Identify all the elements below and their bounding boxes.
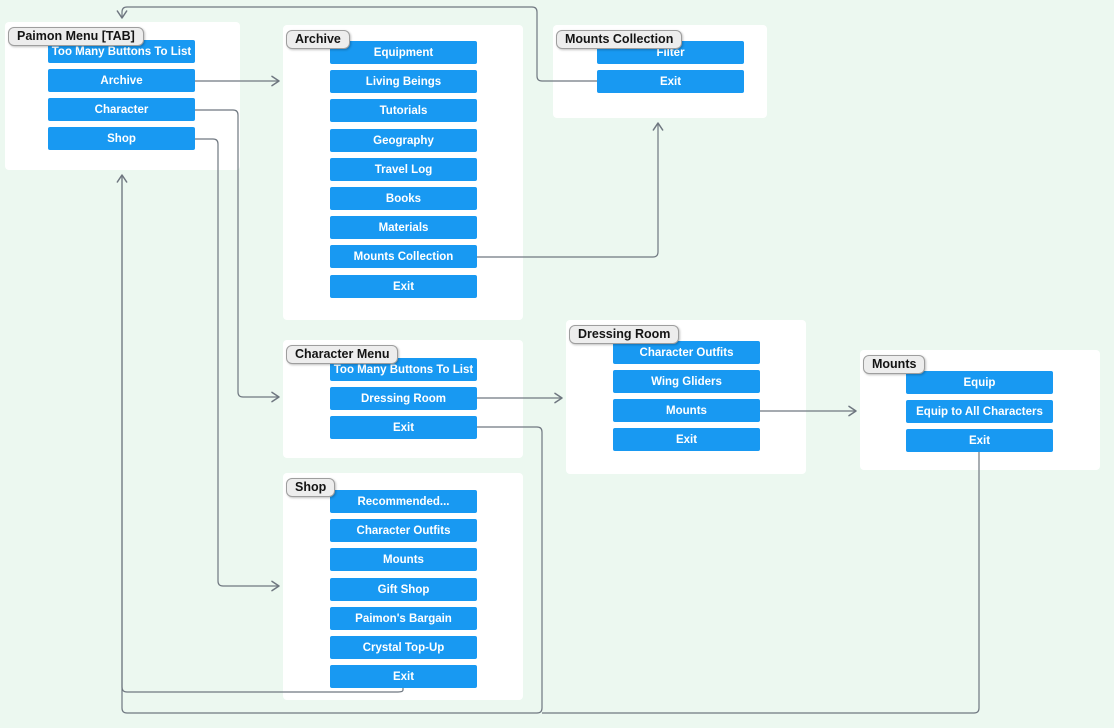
button-recommended[interactable]: Recommended... [330, 490, 477, 513]
menu-box-label-dressing-room: Dressing Room [569, 325, 680, 344]
button-character[interactable]: Character [48, 98, 195, 121]
button-mounts[interactable]: Mounts [613, 399, 760, 422]
menu-box-label-paimon-menu: Paimon Menu [TAB] [8, 27, 144, 46]
button-paimon-s-bargain[interactable]: Paimon's Bargain [330, 607, 477, 630]
button-mounts-collection[interactable]: Mounts Collection [330, 245, 477, 268]
button-character-outfits[interactable]: Character Outfits [613, 341, 760, 364]
menu-box-label-mounts-collection: Mounts Collection [556, 30, 683, 49]
button-exit[interactable]: Exit [330, 665, 477, 688]
button-equip[interactable]: Equip [906, 371, 1053, 394]
button-travel-log[interactable]: Travel Log [330, 158, 477, 181]
button-dressing-room[interactable]: Dressing Room [330, 387, 477, 410]
button-tutorials[interactable]: Tutorials [330, 99, 477, 122]
button-exit[interactable]: Exit [906, 429, 1053, 452]
button-character-outfits[interactable]: Character Outfits [330, 519, 477, 542]
button-materials[interactable]: Materials [330, 216, 477, 239]
menu-box-label-character-menu: Character Menu [286, 345, 399, 364]
button-shop[interactable]: Shop [48, 127, 195, 150]
button-exit[interactable]: Exit [613, 428, 760, 451]
button-crystal-top-up[interactable]: Crystal Top-Up [330, 636, 477, 659]
button-mounts[interactable]: Mounts [330, 548, 477, 571]
button-wing-gliders[interactable]: Wing Gliders [613, 370, 760, 393]
menu-box-label-shop: Shop [286, 478, 336, 497]
menu-box-label-mounts: Mounts [863, 355, 926, 374]
button-archive[interactable]: Archive [48, 69, 195, 92]
menu-box-paimon-menu: Paimon Menu [TAB] Too Many Buttons To Li… [5, 22, 240, 170]
button-books[interactable]: Books [330, 187, 477, 210]
button-exit[interactable]: Exit [597, 70, 744, 93]
button-gift-shop[interactable]: Gift Shop [330, 578, 477, 601]
button-living-beings[interactable]: Living Beings [330, 70, 477, 93]
button-exit[interactable]: Exit [330, 416, 477, 439]
edge-shop-button-to-shop [195, 138, 280, 592]
button-equipment[interactable]: Equipment [330, 41, 477, 64]
button-equip-to-all-characters[interactable]: Equip to All Characters [906, 400, 1053, 423]
button-exit[interactable]: Exit [330, 275, 477, 298]
menu-box-label-archive: Archive [286, 30, 350, 49]
button-geography[interactable]: Geography [330, 129, 477, 152]
edge-mounts-exit-return [542, 452, 980, 714]
